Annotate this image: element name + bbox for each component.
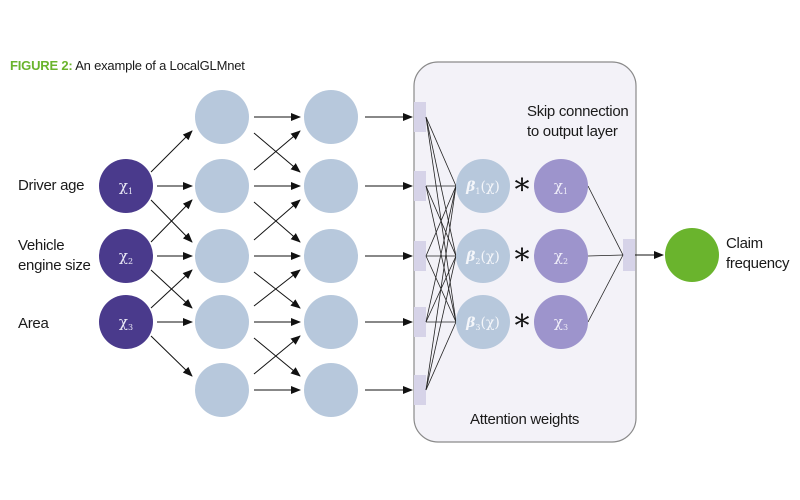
hidden-layer-2-node bbox=[304, 363, 358, 417]
attention-weight-bar bbox=[414, 375, 426, 405]
hidden-layer-2-node bbox=[304, 229, 358, 283]
skip-input-symbol: χ3 bbox=[554, 313, 568, 332]
input-label-area: Area bbox=[18, 315, 49, 332]
hidden-layer-1-node bbox=[195, 159, 249, 213]
figure-caption: FIGURE 2: An example of a LocalGLMnet bbox=[10, 58, 245, 73]
skip-input-node bbox=[534, 295, 588, 349]
hidden-layer-1-node bbox=[195, 295, 249, 349]
input-to-hidden-arrow bbox=[150, 335, 193, 377]
attention-weight-bar bbox=[414, 171, 426, 201]
input-node bbox=[99, 229, 153, 283]
output-bar bbox=[623, 239, 635, 271]
hidden-layer-1-node bbox=[195, 363, 249, 417]
input-label-driver-age: Driver age bbox=[18, 177, 85, 194]
figure-label: FIGURE 2: bbox=[10, 58, 73, 73]
attention-connection bbox=[425, 116, 457, 187]
input-node-symbol: χ1 bbox=[119, 177, 133, 196]
output-label-claim-frequency: Claim frequency bbox=[726, 235, 790, 272]
hidden-layer-2-node bbox=[304, 159, 358, 213]
skip-connection-label: Skip connection to output layer bbox=[527, 103, 629, 140]
skip-to-output-line bbox=[587, 254, 624, 323]
figure-title: An example of a LocalGLMnet bbox=[75, 58, 245, 73]
attention-connection bbox=[425, 116, 457, 323]
input-to-hidden-arrow bbox=[150, 269, 193, 309]
hidden-to-hidden-arrow bbox=[253, 337, 301, 377]
skip-input-symbol: χ2 bbox=[554, 247, 568, 266]
input-node bbox=[99, 159, 153, 213]
beta-node-label: β1(χ) bbox=[465, 179, 500, 196]
skip-input-node bbox=[534, 229, 588, 283]
beta-node-label: β3(χ) bbox=[465, 315, 500, 332]
input-to-hidden-arrow bbox=[150, 130, 193, 173]
beta-node bbox=[456, 229, 510, 283]
attention-weight-bar bbox=[414, 307, 426, 337]
hidden-to-hidden-arrow bbox=[253, 132, 301, 173]
attention-weight-bar bbox=[414, 102, 426, 132]
input-node-symbol: χ3 bbox=[119, 313, 133, 332]
multiply-symbol: * bbox=[515, 309, 530, 344]
input-node-symbol: χ2 bbox=[119, 247, 133, 266]
hidden-to-hidden-arrow bbox=[253, 335, 301, 375]
attention-weights-label: Attention weights bbox=[470, 411, 580, 428]
input-node bbox=[99, 295, 153, 349]
hidden-to-hidden-arrow bbox=[253, 201, 301, 243]
attention-connection bbox=[425, 321, 457, 391]
input-to-hidden-arrow bbox=[150, 199, 193, 243]
skip-input-symbol: χ1 bbox=[554, 177, 568, 196]
beta-node bbox=[456, 159, 510, 213]
attention-connection bbox=[425, 185, 457, 257]
hidden-to-hidden-arrow bbox=[253, 271, 301, 309]
hidden-to-hidden-arrow bbox=[253, 269, 301, 307]
beta-node bbox=[456, 295, 510, 349]
skip-input-node bbox=[534, 159, 588, 213]
multiply-symbol: * bbox=[515, 243, 530, 278]
attention-weight-bar bbox=[414, 241, 426, 271]
hidden-to-hidden-arrow bbox=[253, 199, 301, 241]
output-node bbox=[665, 228, 719, 282]
hidden-layer-2-node bbox=[304, 90, 358, 144]
attention-connection bbox=[425, 255, 457, 391]
attention-connection bbox=[425, 185, 457, 391]
hidden-to-hidden-arrow bbox=[253, 130, 301, 171]
skip-to-output-line bbox=[587, 254, 624, 257]
hidden-layer-2-node bbox=[304, 295, 358, 349]
skip-to-output-line bbox=[587, 185, 624, 256]
hidden-layer-1-node bbox=[195, 90, 249, 144]
beta-node-label: β2(χ) bbox=[465, 249, 500, 266]
input-label-vehicle-engine-size: Vehicle engine size bbox=[18, 237, 91, 274]
multiply-symbol: * bbox=[515, 173, 530, 208]
hidden-layer-1-node bbox=[195, 229, 249, 283]
attention-connection bbox=[425, 116, 457, 257]
attention-connection bbox=[425, 185, 457, 323]
